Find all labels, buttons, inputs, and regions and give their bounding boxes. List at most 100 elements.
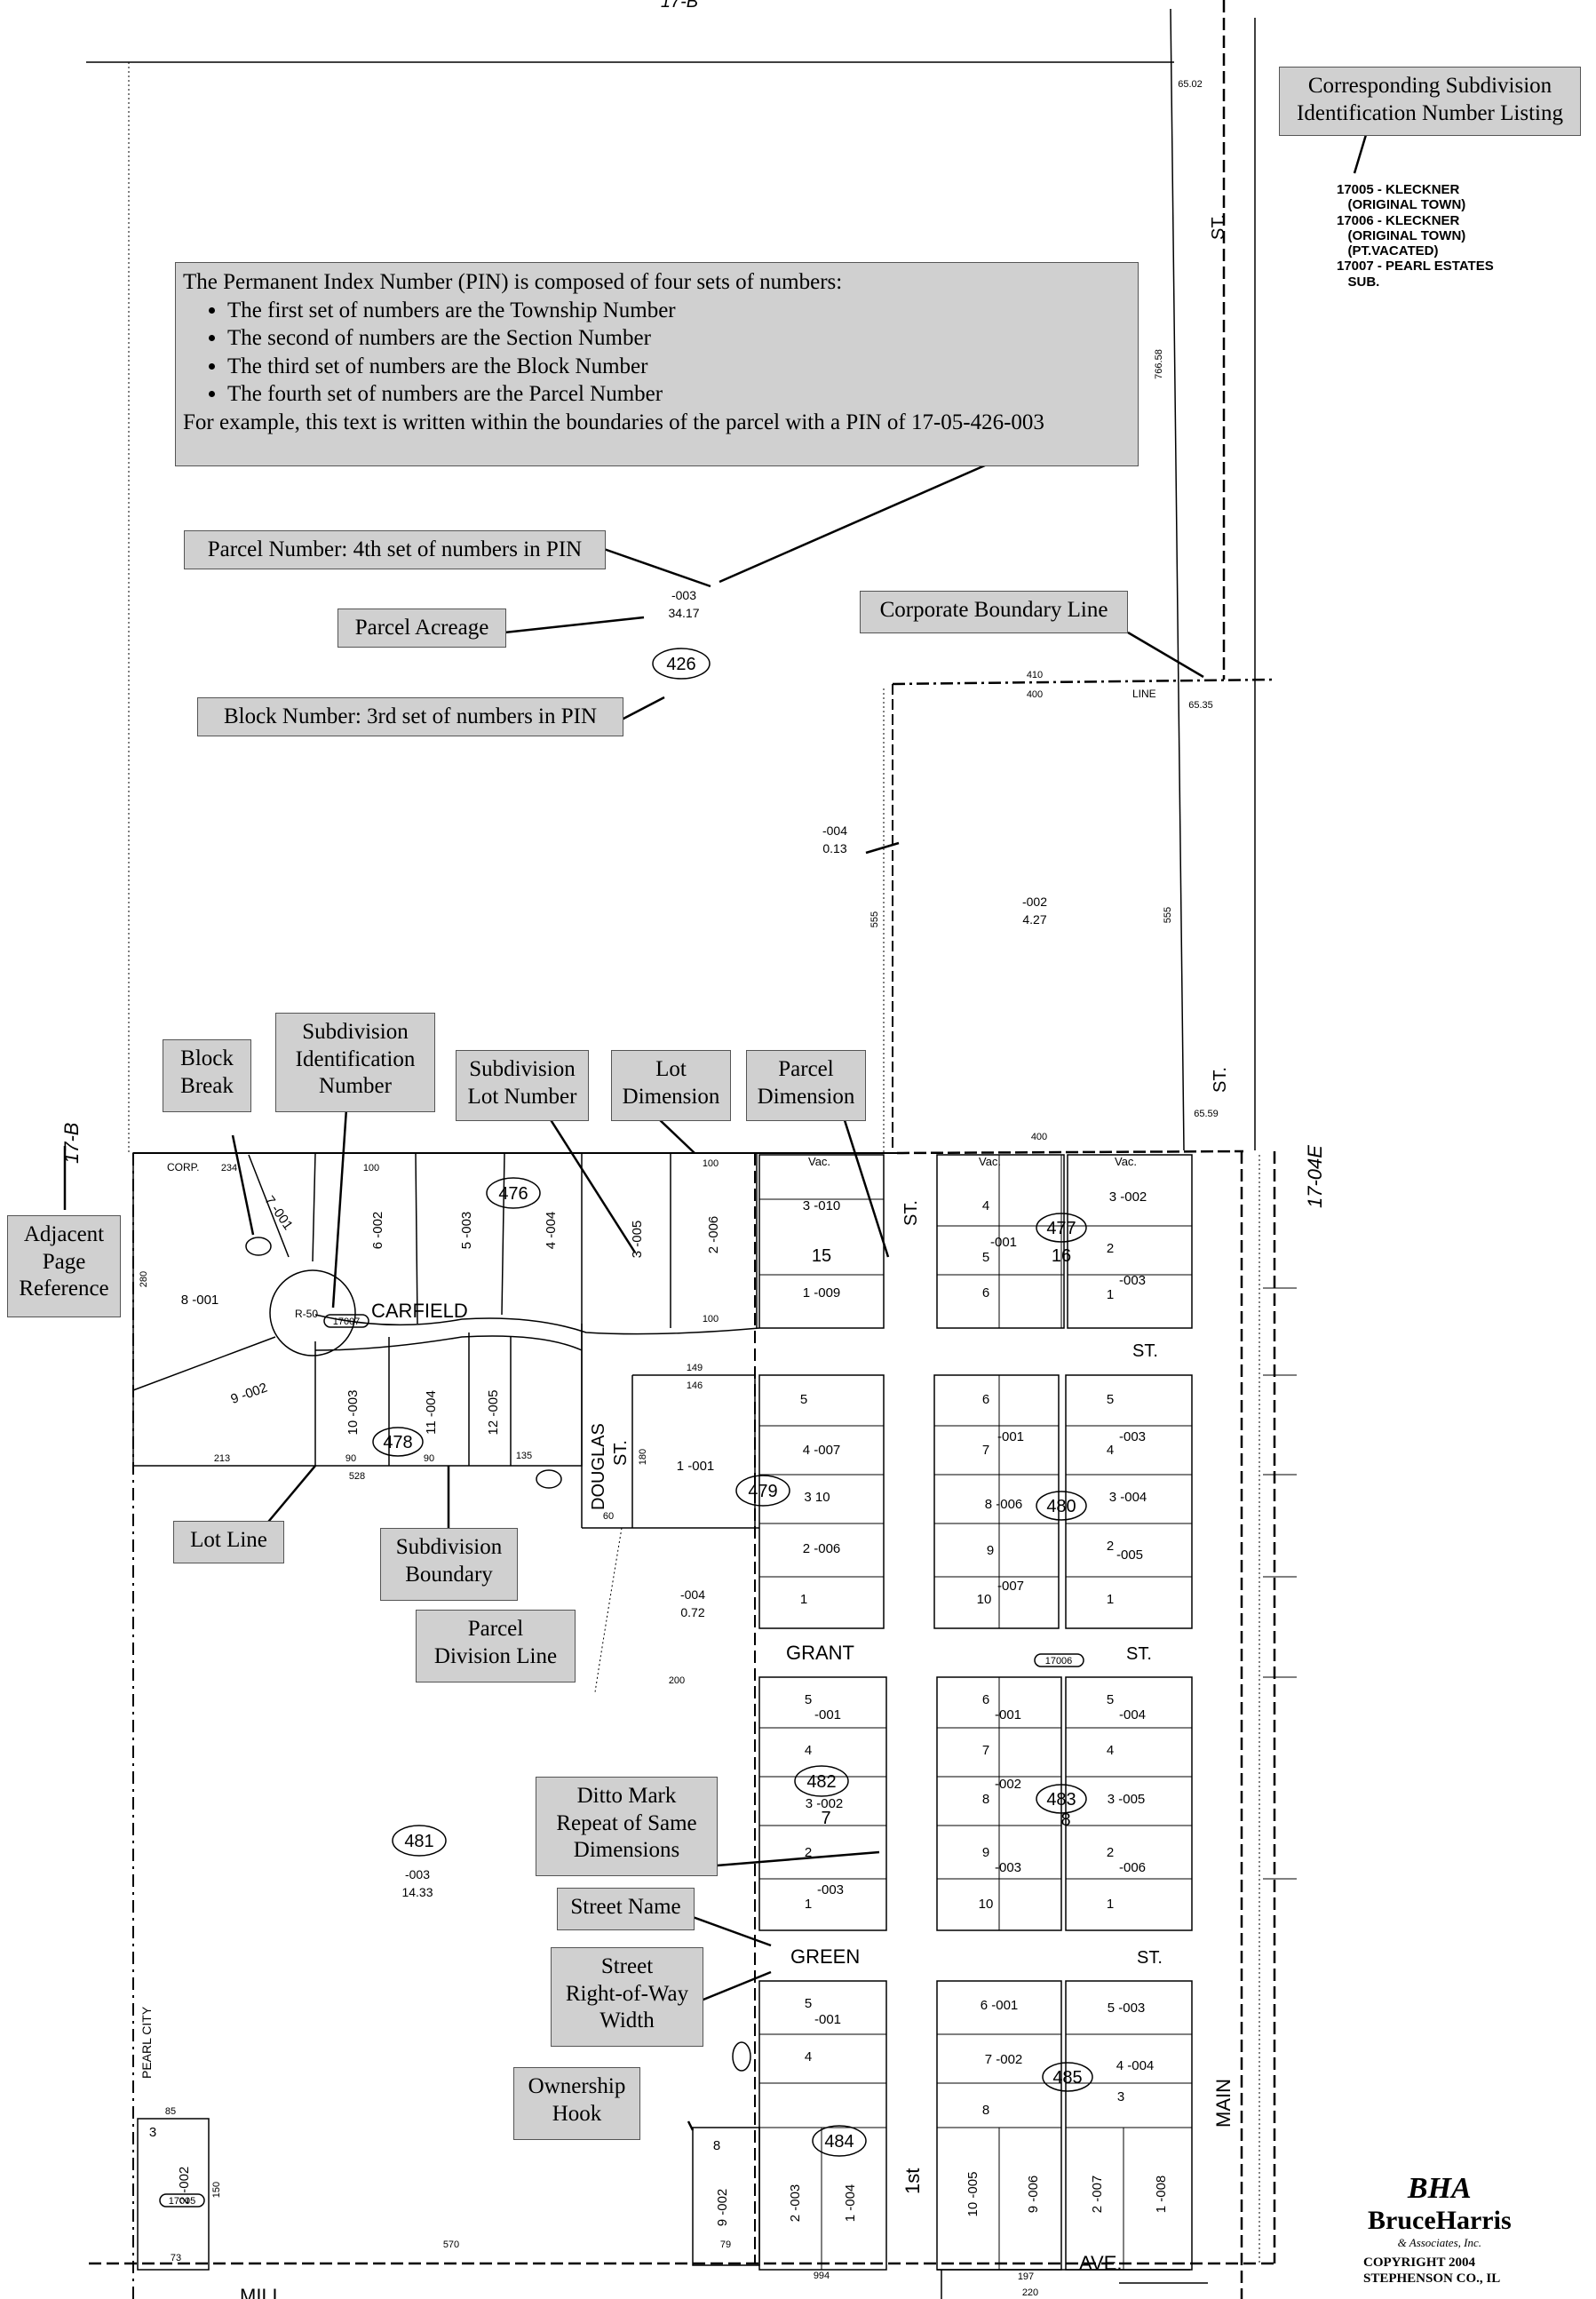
lot-3-002: 3 -002: [1109, 1189, 1147, 1205]
callout-text: Subdivision: [302, 1020, 409, 1044]
lot-6f-001: -001: [995, 1707, 1021, 1722]
block-479: 479: [748, 1482, 777, 1501]
dim-570: 570: [443, 2239, 459, 2250]
sub-17006: 17006: [1045, 1656, 1073, 1667]
example-parcel-acreage: 34.17: [668, 606, 699, 620]
parcel-002-acreage: 4.27: [1022, 912, 1046, 927]
dim-65-35: 65.35: [1188, 700, 1213, 711]
lot-7-001: 7 -001: [262, 1193, 296, 1233]
bha-logo-text: BHA: [1407, 2172, 1472, 2205]
corp-line-east: [896, 1150, 1244, 1155]
block-426-oval: [652, 648, 711, 680]
lot-5h: 5: [805, 1996, 812, 2011]
block-481: 481: [404, 1832, 433, 1851]
callout-text: Street: [600, 1954, 654, 1978]
lot-3-005g: 3 -005: [1108, 1792, 1146, 1807]
lot-4g: 4: [1107, 1743, 1114, 1758]
lot-2-006: 2 -006: [706, 1216, 721, 1254]
lot-7e: 7: [821, 1809, 830, 1828]
dim-146a: 146: [687, 1380, 703, 1391]
lot-4e: 4: [805, 1743, 812, 1758]
callout-text: Dimension: [622, 1084, 720, 1109]
lot-8f: 8: [982, 1792, 989, 1807]
callout-lot-dimension: Lot Dimension: [611, 1050, 731, 1121]
dim-400: 400: [1027, 689, 1043, 700]
east-street-line-1: [1170, 8, 1185, 1151]
callout-text: Break: [180, 1073, 234, 1098]
lot-10c: 10: [977, 1592, 992, 1607]
dim-100b: 100: [703, 1158, 719, 1169]
callout-text: Street Name: [570, 1895, 681, 1919]
callout-parcel-acreage: Parcel Acreage: [337, 609, 506, 648]
callout-text: Identification: [295, 1046, 416, 1071]
lot-8-001: 8 -001: [181, 1293, 219, 1308]
lot-9-002: 9 -002: [229, 1380, 270, 1408]
callout-ditto-mark: Ditto Mark Repeat of Same Dimensions: [536, 1777, 718, 1876]
lot-10-005i: 10 -005: [965, 2172, 981, 2217]
callout-text: Parcel Number: 4th set of numbers in PIN: [207, 537, 583, 561]
lot-1-004h: 1 -004: [843, 2184, 858, 2223]
lot-9-002h: 9 -002: [715, 2189, 730, 2227]
callout-text: Lot: [655, 1057, 687, 1081]
callout-adjacent-page: Adjacent Page Reference: [7, 1215, 121, 1317]
dim-65-59: 65.59: [1194, 1109, 1219, 1119]
lot-2g-006: -006: [1119, 1860, 1146, 1875]
dim-280: 280: [139, 1271, 149, 1287]
lot-7-001: -001: [997, 1429, 1024, 1444]
parcel-004-number: -004: [822, 823, 847, 838]
listing-entry: (ORIGINAL TOWN): [1337, 227, 1466, 243]
pin-item-township: The first set of numbers are the Townshi…: [227, 297, 1131, 325]
lot-1-001: 1 -001: [677, 1459, 715, 1474]
callout-street-row: Street Right-of-Way Width: [551, 1947, 703, 2047]
page-ref-left: 17-B: [60, 1123, 83, 1164]
corporate-boundary-line: [892, 678, 1275, 686]
dim-85: 85: [165, 2106, 176, 2117]
county-text: STEPHENSON CO., IL: [1363, 2271, 1501, 2286]
pin-example: For example, this text is written within…: [183, 410, 1044, 434]
callout-subdivision-id: Subdivision Identification Number: [275, 1013, 435, 1112]
callout-subdivision-lot: Subdivision Lot Number: [456, 1050, 589, 1121]
lot-5c: 5: [800, 1392, 807, 1407]
lot-9c: 9: [987, 1543, 994, 1558]
dim-528: 528: [349, 1471, 365, 1482]
callout-text: Parcel: [467, 1617, 524, 1641]
parcel-481-number: -003: [405, 1867, 430, 1881]
block-484: 484: [824, 2132, 854, 2152]
dim-180: 180: [638, 1449, 648, 1465]
listing-entry: SUB.: [1337, 274, 1380, 290]
callout-text: Parcel Acreage: [354, 616, 489, 640]
listing-entry: 17006 - KLECKNER: [1337, 212, 1460, 228]
parcel-481-acreage: 14.33: [401, 1885, 433, 1899]
block-480: 480: [1046, 1497, 1076, 1516]
callout-lot-line: Lot Line: [173, 1521, 284, 1563]
lot-6c: 6: [982, 1392, 989, 1407]
lot-2g: 2: [1107, 1845, 1114, 1860]
listing-entry: (PT.VACATED): [1337, 243, 1439, 259]
lot-1e-003: -003: [817, 1882, 844, 1897]
pin-item-section: The second of numbers are the Section Nu…: [227, 324, 1131, 353]
dim-79: 79: [720, 2239, 731, 2250]
lot-1-008j: 1 -008: [1154, 2176, 1169, 2214]
lot-2d: 2: [1107, 1539, 1114, 1554]
street-pearl-city: PEARL CITY: [139, 2006, 154, 2079]
parcel-004b-acreage: 0.72: [680, 1605, 704, 1619]
callout-text: Ownership: [528, 2074, 626, 2098]
lot-4-004j: 4 -004: [1116, 2058, 1155, 2073]
callout-text: Page: [42, 1249, 86, 1274]
lot-4h: 4: [805, 2049, 812, 2064]
street-st-4: ST.: [901, 1200, 921, 1226]
lot-7f: 7: [982, 1743, 989, 1758]
lot-3k: 3: [149, 2125, 156, 2140]
lot-2-007j: 2 -007: [1090, 2176, 1105, 2214]
lot-16: 16: [1052, 1246, 1071, 1266]
lot-2: 2: [1107, 1241, 1114, 1256]
callout-text: Adjacent: [23, 1222, 105, 1246]
lot-10-003: 10 -003: [345, 1390, 361, 1436]
callout-text: Width: [599, 2009, 655, 2033]
callout-text: Subdivision: [469, 1057, 576, 1081]
callout-corporate-boundary: Corporate Boundary Line: [860, 591, 1128, 633]
lot-1g: 1: [1107, 1897, 1114, 1912]
street-main: MAIN: [1212, 2079, 1235, 2128]
callout-block-number: Block Number: 3rd set of numbers in PIN: [197, 697, 623, 736]
